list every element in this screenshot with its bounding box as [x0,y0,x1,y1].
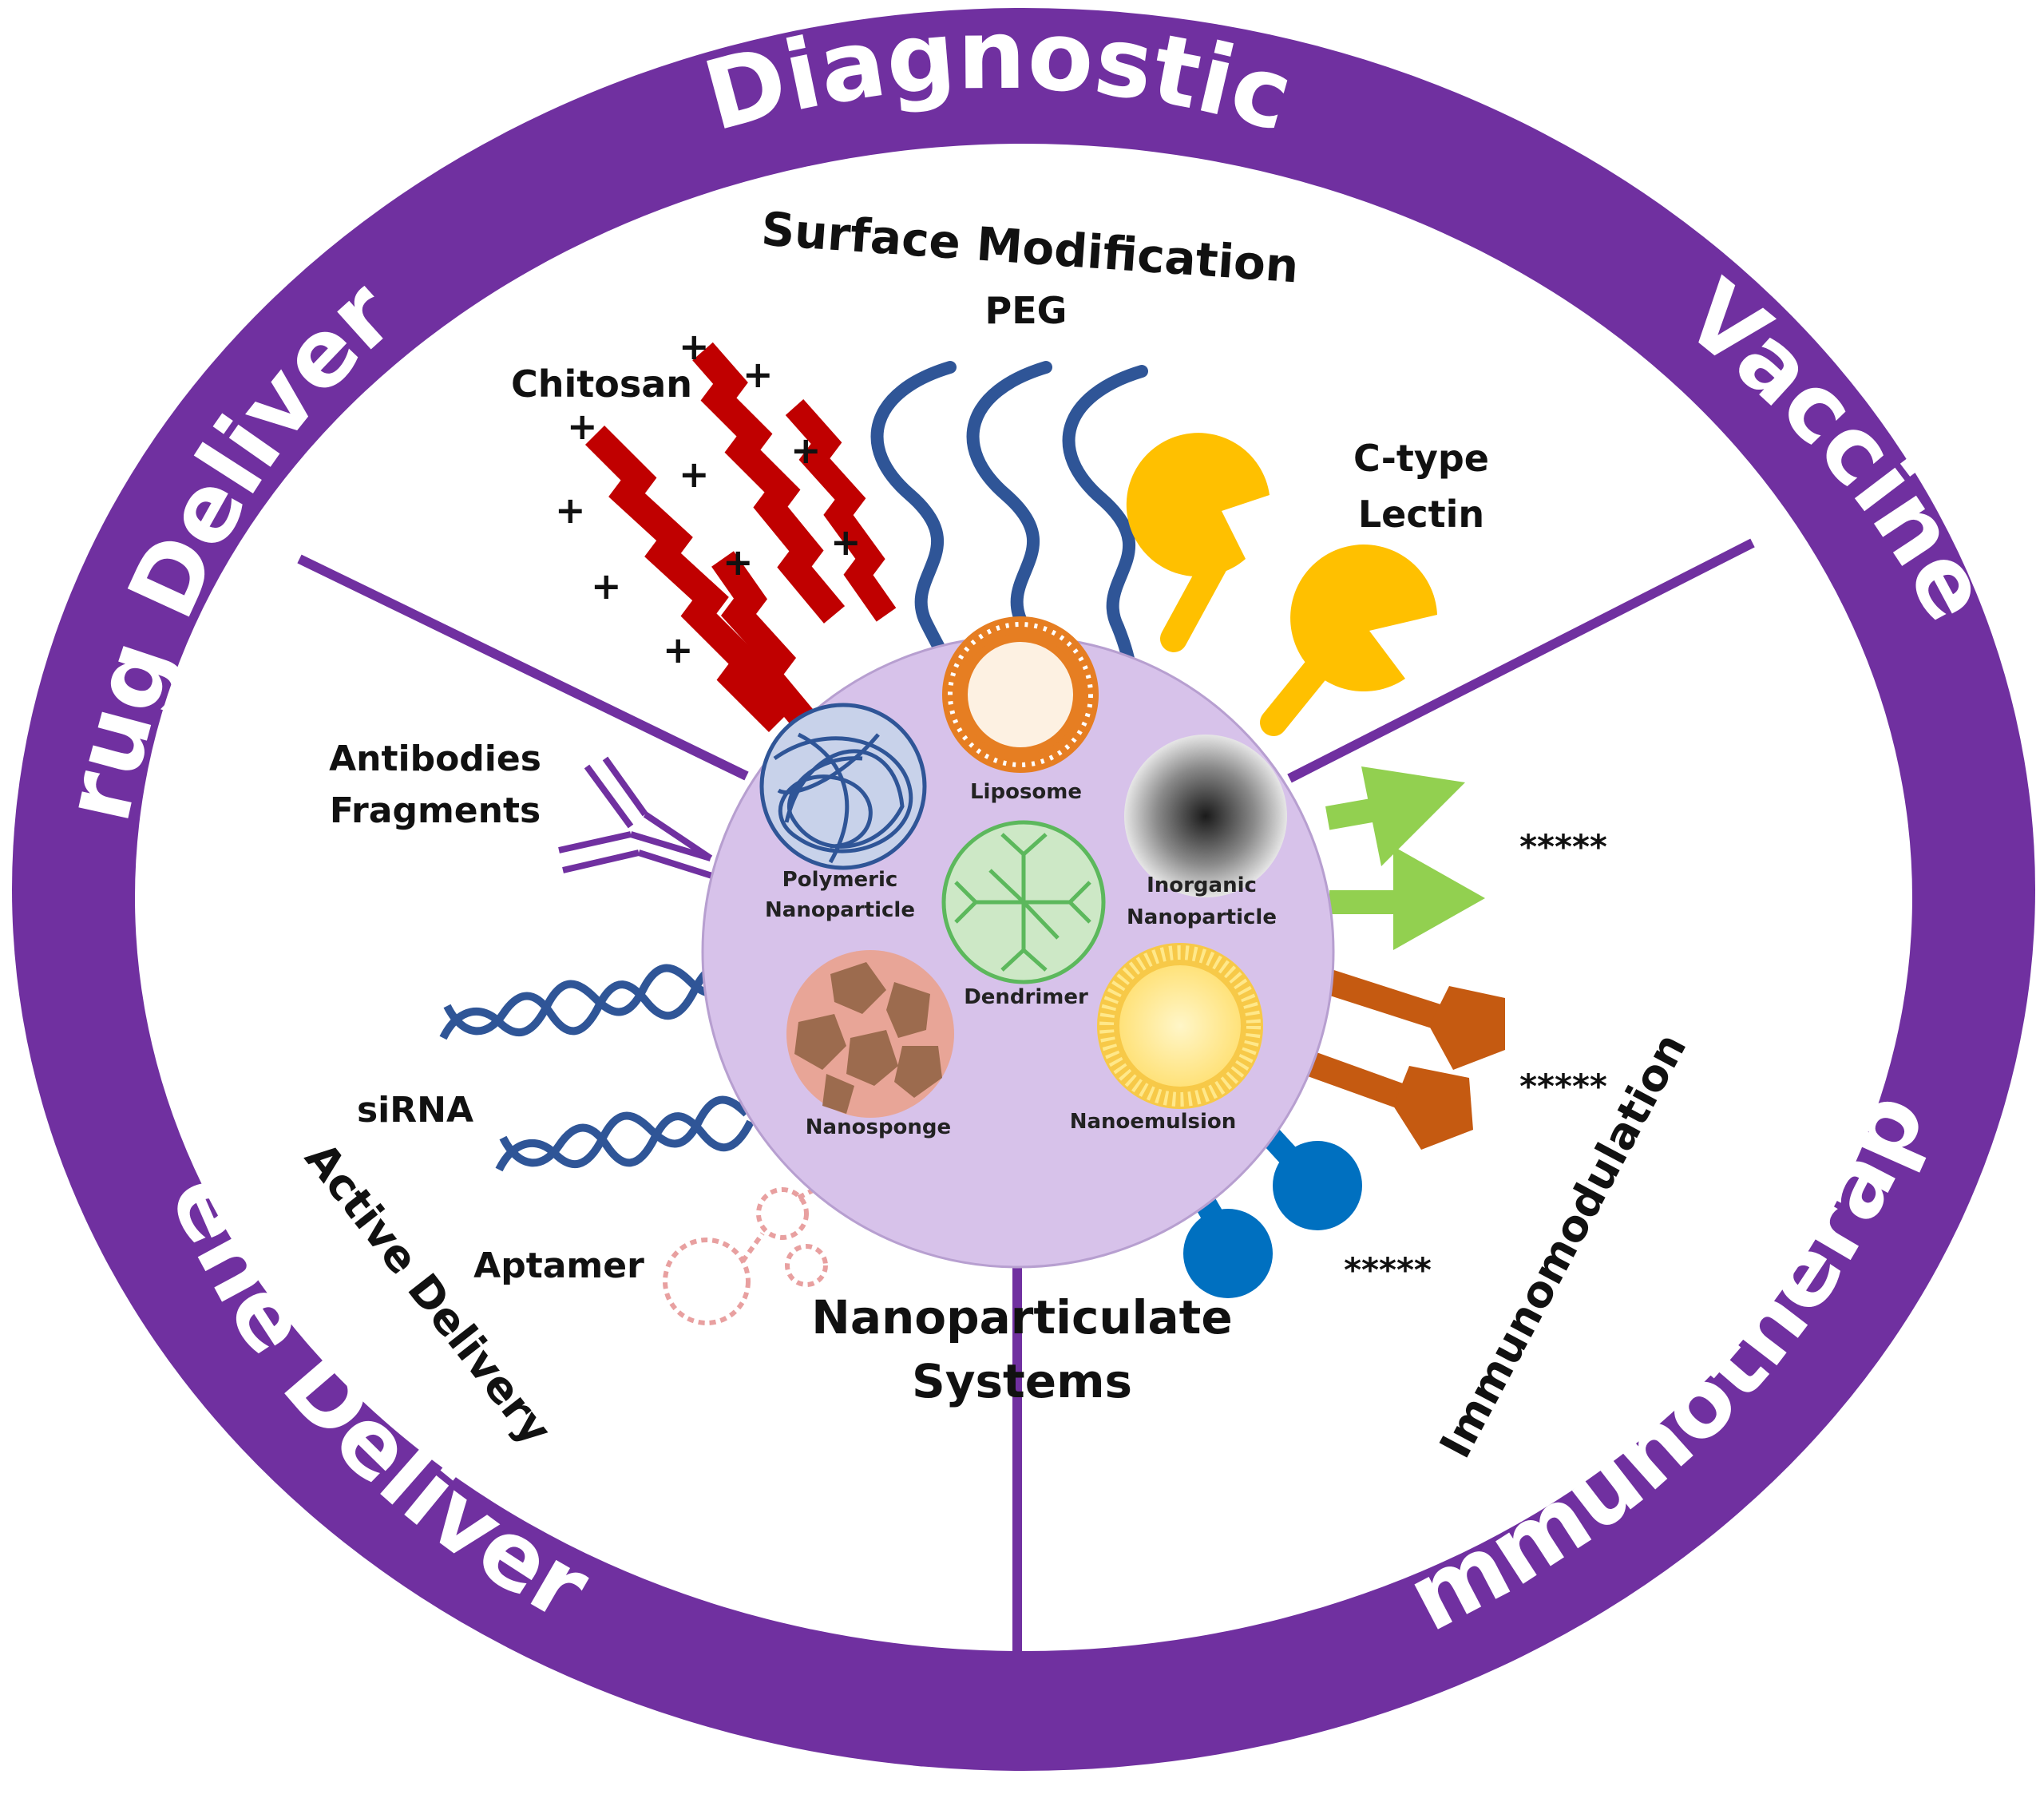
antibody-label-line2: Fragments [330,790,541,831]
liposome-label: Liposome [970,780,1082,804]
inorganic-label-line1: Inorganic [1147,873,1257,897]
stars-label-3: ***** [1344,1250,1432,1289]
nanoemulsion-icon [1097,943,1263,1109]
nanosponge-icon [786,950,954,1118]
svg-text:+: + [663,628,694,671]
inorganic-label-line2: Nanoparticle [1127,905,1277,929]
nanosponge-label: Nanosponge [806,1115,951,1139]
polymeric-label-line2: Nanoparticle [765,898,915,922]
nanoemulsion-label: Nanoemulsion [1070,1110,1237,1134]
divider-upper-right [1287,538,1755,783]
chitosan-icon [584,342,897,733]
pentagon-ligand-icon [1301,969,1505,1150]
antibody-icon [558,756,716,880]
peg-label: PEG [985,289,1068,332]
liposome-icon [942,616,1099,773]
polymeric-label-line1: Polymeric [782,868,898,892]
sirna-label: siRNA [357,1090,473,1131]
chitosan-charges: ++ ++ ++ ++ ++ [555,325,862,671]
divider-upper-left [297,554,749,781]
polymeric-nanoparticle-icon [759,703,927,870]
stars-label-2: ***** [1519,1067,1607,1106]
svg-text:+: + [591,564,622,608]
svg-text:+: + [743,353,774,396]
section-label-systems-line1: Nanoparticulate [811,1290,1232,1345]
svg-text:+: + [790,429,822,472]
antibody-label-line1: Antibodies [329,739,541,779]
stars-label-1: ***** [1519,827,1607,866]
sirna-icon [439,964,755,1172]
svg-text:+: + [679,325,710,368]
svg-text:+: + [723,541,754,584]
lectin-icon [1126,433,1437,736]
arrow-ligand-icon [1325,766,1485,950]
chitosan-label: Chitosan [511,362,692,406]
svg-text:+: + [679,453,710,496]
svg-text:+: + [555,489,586,532]
section-label-systems-line2: Systems [912,1354,1132,1408]
svg-text:+: + [830,521,862,564]
lectin-label-line1: C-type [1353,437,1489,480]
aptamer-label: Aptamer [473,1246,644,1286]
lectin-label-line2: Lectin [1358,493,1484,536]
dendrimer-icon [941,820,1106,984]
dendrimer-label: Dendrimer [964,985,1088,1009]
inorganic-nanoparticle-icon [1124,735,1287,897]
svg-text:+: + [567,405,598,448]
